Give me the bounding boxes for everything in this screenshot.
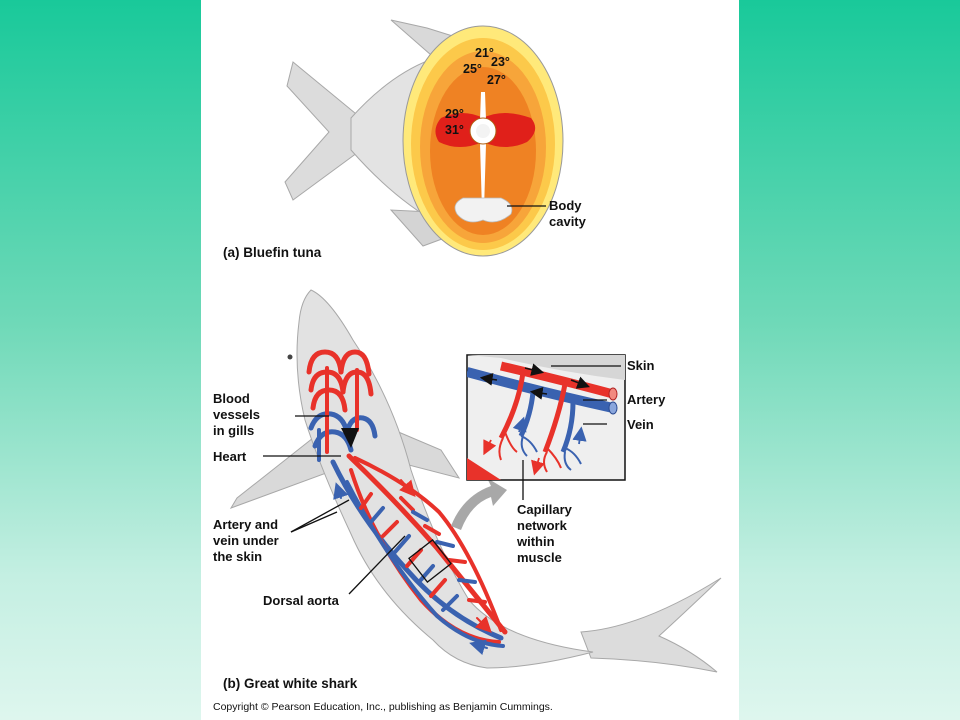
capillary-inset — [466, 354, 626, 481]
tuna-tail — [284, 61, 362, 201]
gill-vessels — [306, 349, 378, 462]
inset-marker-box — [408, 539, 452, 583]
temp-label-23: 23° — [491, 55, 510, 69]
temp-label-25: 25° — [463, 62, 482, 76]
body-cavity-label-line1: Body — [549, 198, 582, 213]
gills-label-line3: in gills — [213, 423, 254, 438]
temp-label-29: 29° — [445, 107, 464, 121]
shark-tail — [580, 577, 722, 673]
body-cavity — [454, 197, 513, 223]
capillary-label-line3: within — [516, 534, 555, 549]
skin-label: Skin — [627, 358, 655, 373]
inset-pointer-arrow — [451, 478, 507, 530]
tuna-caption: (a) Bluefin tuna — [223, 245, 322, 260]
artery-label: Artery — [627, 392, 666, 407]
gills-label-line1: Blood — [213, 391, 250, 406]
copyright-notice: Copyright © Pearson Education, Inc., pub… — [213, 701, 553, 713]
artery-vein-label-line1: Artery and — [213, 517, 278, 532]
shark-leader-lines — [263, 365, 621, 595]
artery-vein-label-line2: vein under — [213, 533, 279, 548]
temp-label-31: 31° — [445, 123, 464, 137]
artery-vein-label-line3: the skin — [213, 549, 262, 564]
vertebral-column — [480, 92, 486, 210]
heart-label: Heart — [213, 449, 247, 464]
shark-eye — [287, 354, 293, 360]
tuna-illustration — [284, 19, 564, 257]
gills-label-line2: vessels — [213, 407, 260, 422]
capillary-label-line4: muscle — [517, 550, 562, 565]
temp-label-21: 21° — [475, 46, 494, 60]
capillary-label-line2: network — [517, 518, 568, 533]
capillary-label-line1: Capillary — [517, 502, 573, 517]
vein-label: Vein — [627, 417, 654, 432]
shark-illustration — [229, 289, 722, 673]
body-cavity-label-line2: cavity — [549, 214, 587, 229]
figure-svg: 21° 25° 23° 27° 29° 31° Body cavity (a) … — [213, 19, 722, 713]
body-vessel-network — [330, 453, 508, 655]
shark-heart — [341, 428, 359, 448]
dorsal-aorta-label: Dorsal aorta — [263, 593, 340, 608]
shark-caption: (b) Great white shark — [223, 676, 358, 691]
figure-panel: 21° 25° 23° 27° 29° 31° Body cavity (a) … — [201, 0, 739, 720]
temp-label-27: 27° — [487, 73, 506, 87]
